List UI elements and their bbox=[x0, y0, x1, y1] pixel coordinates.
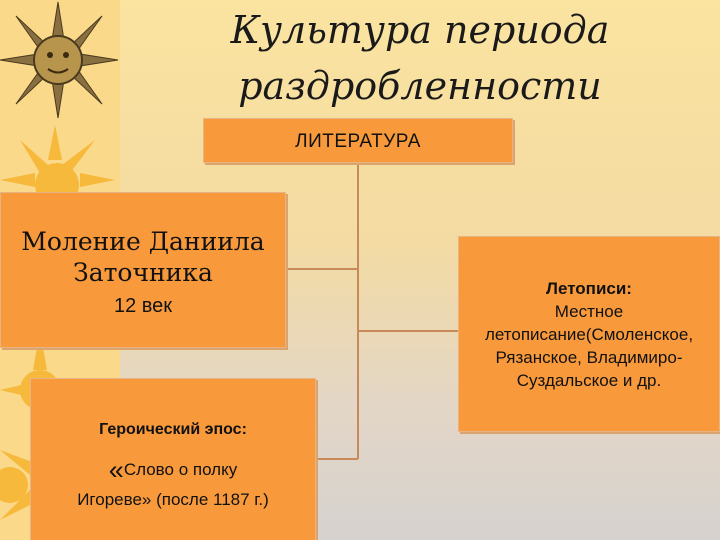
chronicles-line-1: Местное bbox=[554, 302, 624, 321]
epic-quote-mark: « bbox=[108, 455, 124, 485]
chronicles-heading: Летописи: bbox=[546, 279, 632, 298]
chronicles-line-4: Суздальское и др. bbox=[516, 371, 662, 390]
literature-label: ЛИТЕРАТУРА bbox=[295, 131, 421, 152]
connector-to-prayer bbox=[286, 268, 358, 270]
connector-vertical bbox=[357, 163, 359, 459]
chronicles-box: Летописи: Местное летописание(Смоленское… bbox=[458, 236, 720, 432]
epic-title-start: Слово о полку bbox=[123, 460, 238, 479]
epic-box: Героический эпос: «Слово о полку Игореве… bbox=[30, 378, 316, 540]
chronicles-line-2: летописание(Смоленское, bbox=[484, 325, 694, 344]
page-title: Культура периода раздробленности bbox=[160, 0, 680, 116]
prayer-century: 12 век bbox=[113, 295, 173, 317]
prayer-name-line-2: Заточника bbox=[73, 258, 213, 287]
connector-to-chronicles bbox=[357, 330, 458, 332]
prayer-box: Моление Даниила Заточника 12 век bbox=[0, 192, 286, 348]
epic-text-line-2: Игореве» (после 1187 г.) bbox=[77, 490, 269, 509]
title-line-2: раздробленности bbox=[238, 64, 602, 108]
sun-face-icon bbox=[0, 1, 119, 119]
title-line-1: Культура периода bbox=[230, 8, 610, 52]
prayer-name: Моление Даниила Заточника bbox=[1, 226, 285, 288]
epic-text-line-1: «Слово о полку bbox=[31, 455, 315, 486]
prayer-name-line-1: Моление Даниила bbox=[21, 227, 265, 256]
chronicles-line-3: Рязанское, Владимиро- bbox=[495, 348, 683, 367]
literature-box: ЛИТЕРАТУРА bbox=[203, 118, 513, 163]
epic-heading: Героический эпос: bbox=[99, 421, 247, 438]
connector-to-epic bbox=[316, 458, 358, 460]
